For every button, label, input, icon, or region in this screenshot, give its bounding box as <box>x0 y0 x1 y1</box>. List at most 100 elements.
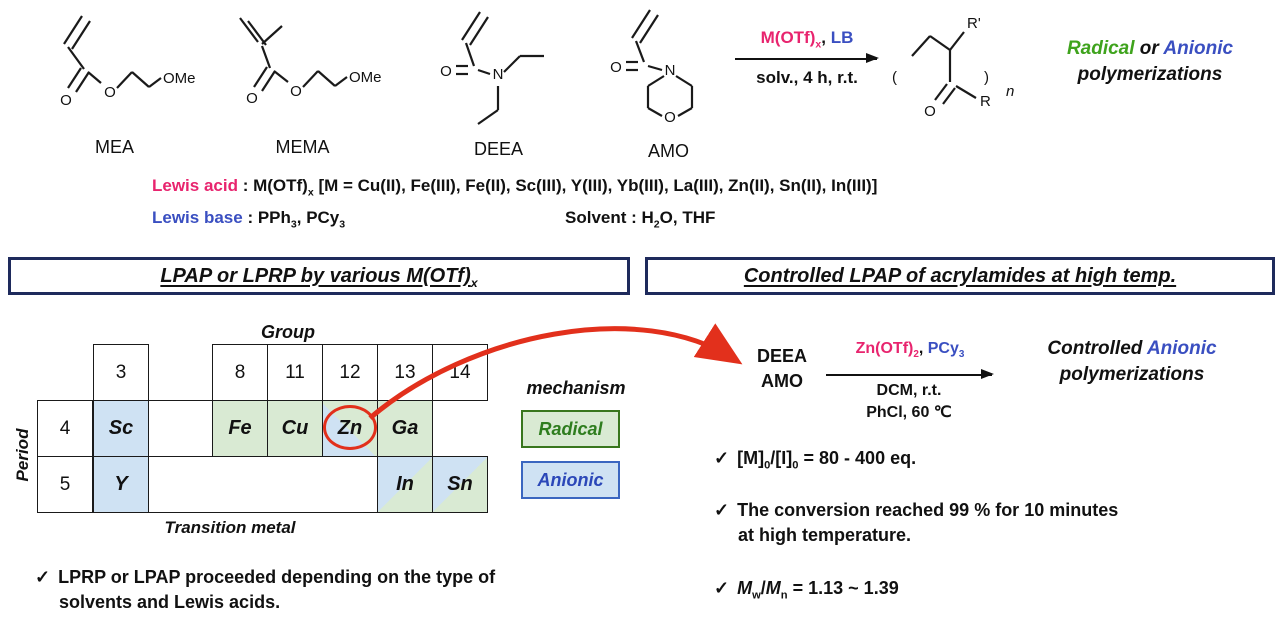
ome-group-label: OMe <box>349 69 382 86</box>
separator: , <box>821 28 831 47</box>
r-group-label: R <box>980 93 991 110</box>
group-8-cell: 8 <box>212 344 268 401</box>
monomer-label-mea: MEA <box>94 137 134 157</box>
lewis-base-list: PPh3, PCy3 <box>257 208 346 231</box>
element-cell-y: Y <box>93 456 149 513</box>
right-reaction-arrow <box>826 369 994 379</box>
right-condition-2: PhCl, 60 ℃ <box>866 404 952 421</box>
check-icon: ✓ <box>714 500 730 520</box>
section-header-right: Controlled LPAP of acrylamides at high t… <box>645 257 1275 295</box>
period-5-cell: 5 <box>37 456 93 513</box>
section-header-left: LPAP or LPRP by various M(OTf)x <box>8 257 630 295</box>
period-4-cell: 4 <box>37 400 93 457</box>
monomer-amo: O N O AMO <box>586 0 751 162</box>
right-result-text: Controlled Anionic polymerizations <box>996 336 1268 387</box>
right-monomer-list: DEEA AMO <box>746 344 818 394</box>
radical-word: Radical <box>1066 38 1135 59</box>
ome-group-label: OMe <box>163 70 196 87</box>
right-paren: ) <box>984 69 989 86</box>
top-result-text: Radical or Anionic polymerizations <box>1025 36 1275 87</box>
legend-anionic: Anionic <box>521 461 620 499</box>
anionic-word: Anionic <box>1146 338 1217 359</box>
right-condition-1: DCM, r.t. <box>876 382 942 399</box>
lewis-acid-line: Lewis acid : M(OTf)x [M = Cu(II), Fe(III… <box>152 176 878 199</box>
o-atom-label: O <box>664 109 676 126</box>
top-catalyst-text: M(OTf)x, LB <box>712 28 902 51</box>
element-cell-fe: Fe <box>212 400 268 457</box>
mechanism-label: mechanism <box>526 378 626 398</box>
polymerizations-word: polymerizations <box>1059 363 1205 385</box>
o-atom-label: O <box>60 92 72 109</box>
polymerizations-word: polymerizations <box>1077 63 1223 85</box>
mea-structure: O O OMe <box>60 15 196 109</box>
controlled-word: Controlled <box>1047 338 1147 359</box>
r-prime-label: R' <box>967 15 981 32</box>
check-icon: ✓ <box>714 578 730 598</box>
zn-otf2-formula: Zn(OTf)2 <box>855 340 919 361</box>
right-monomer-amo: AMO <box>761 371 803 392</box>
top-conditions-text: solv., 4 h, r.t. <box>756 68 858 87</box>
monomer-label-mema: MEMA <box>275 137 330 157</box>
or-word: or <box>1134 38 1164 59</box>
lewis-base-label: Lewis base <box>152 208 243 227</box>
left-note: ✓LPRP or LPAP proceeded depending on the… <box>35 567 496 613</box>
n-subscript-label: n <box>1006 83 1014 100</box>
monomer-mea: O O OMe MEA <box>22 6 207 158</box>
metal-list: [M = Cu(II), Fe(III), Fe(II), Sc(III), Y… <box>313 176 878 195</box>
lewis-acid-formula: M(OTf)x <box>760 28 822 51</box>
empty-cell-row5 <box>148 456 378 513</box>
o-atom-label: O <box>924 103 936 120</box>
element-cell-sc: Sc <box>93 400 149 457</box>
check-icon: ✓ <box>714 448 730 468</box>
right-check-3: ✓Mw/Mn = 1.13 ~ 1.39 <box>714 578 899 602</box>
element-cell-cu: Cu <box>267 400 323 457</box>
check-icon: ✓ <box>35 567 51 587</box>
lewis-acid-formula: M(OTf)x <box>253 176 314 199</box>
monomer-label-amo: AMO <box>647 141 689 161</box>
group-12-cell: 12 <box>322 344 378 401</box>
element-cell-ga: Ga <box>377 400 433 457</box>
right-monomer-deea: DEEA <box>756 346 807 366</box>
period-label: Period <box>13 428 32 482</box>
transition-metal-label: Transition metal <box>164 518 296 537</box>
n-atom-label: N <box>665 62 676 79</box>
group-label: Group <box>261 322 315 342</box>
monomer-deea: O N DEEA <box>416 2 581 160</box>
mea-bonds <box>63 15 162 93</box>
o-atom-label: O <box>440 63 452 80</box>
mema-structure: O O OMe <box>239 17 382 107</box>
right-check-2: ✓The conversion reached 99 % for 10 minu… <box>714 500 1119 546</box>
deea-structure: O N <box>440 11 544 125</box>
left-paren: ( <box>892 69 897 86</box>
element-cell-sn: Sn <box>432 456 488 513</box>
o-atom-label: O <box>104 84 116 101</box>
deea-bonds <box>456 11 544 125</box>
group-3-cell: 3 <box>93 344 149 401</box>
lewis-base-abbrev: LB <box>830 28 854 47</box>
legend-radical: Radical <box>521 410 620 448</box>
monomer-label-deea: DEEA <box>473 139 524 159</box>
polymer-product-structure: ( ) R' n O R <box>892 15 1014 120</box>
pcy3-formula: PCy3 <box>927 340 965 361</box>
o-atom-label: O <box>290 83 302 100</box>
monomer-mema: O O OMe MEMA <box>210 6 395 158</box>
right-catalyst-text: Zn(OTf)2, PCy3 <box>855 340 965 361</box>
group-11-cell: 11 <box>267 344 323 401</box>
right-check-1: ✓[M]0/[I]0 = 80 - 400 eq. <box>714 448 917 472</box>
solvent-line: Solvent : H2O, THF <box>565 208 716 231</box>
anionic-word: Anionic <box>1163 38 1234 59</box>
lewis-acid-label: Lewis acid <box>152 176 238 195</box>
mema-bonds <box>239 17 348 92</box>
amo-bonds <box>626 9 694 117</box>
red-curved-arrow <box>368 323 743 420</box>
o-atom-label: O <box>610 59 622 76</box>
zn-highlight-circle <box>323 405 377 450</box>
lewis-base-line: Lewis base : PPh3, PCy3 <box>152 208 346 231</box>
top-reaction-arrow <box>735 53 879 63</box>
empty-cell-row4 <box>148 400 213 457</box>
polymer-bonds <box>911 31 977 105</box>
element-cell-in: In <box>377 456 433 513</box>
amo-structure: O N O <box>610 9 694 126</box>
o-atom-label: O <box>246 90 258 107</box>
